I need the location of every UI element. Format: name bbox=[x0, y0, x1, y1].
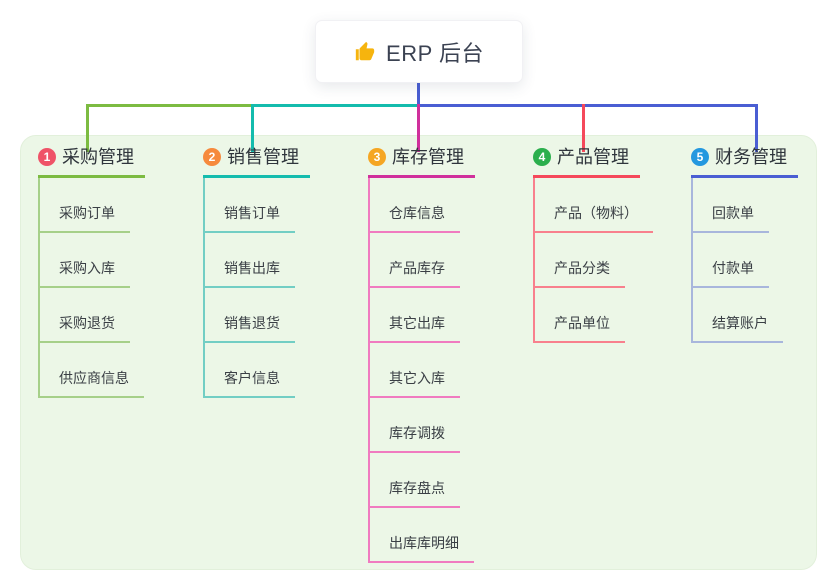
bus-segment-sales bbox=[251, 104, 419, 107]
child-node[interactable]: 销售退货 bbox=[205, 288, 295, 343]
branch-title-sales[interactable]: 2 销售管理 bbox=[203, 146, 310, 178]
child-node[interactable]: 产品（物料） bbox=[535, 178, 653, 233]
branch-title-product[interactable]: 4 产品管理 bbox=[533, 146, 640, 178]
bus-segment-purchase bbox=[86, 104, 254, 107]
branch-title-inventory[interactable]: 3 库存管理 bbox=[368, 146, 475, 178]
bus-segment-finance bbox=[417, 104, 758, 107]
child-node[interactable]: 产品单位 bbox=[535, 288, 625, 343]
badge-number-3: 3 bbox=[368, 148, 386, 166]
branch-finance-management: 5 财务管理 回款单 付款单 结算账户 bbox=[691, 146, 798, 343]
child-node[interactable]: 采购入库 bbox=[40, 233, 130, 288]
branch-inventory-management: 3 库存管理 仓库信息 产品库存 其它出库 其它入库 库存调拨 库存盘点 出库库… bbox=[368, 146, 475, 563]
branch-product-management: 4 产品管理 产品（物料） 产品分类 产品单位 bbox=[533, 146, 653, 343]
child-node[interactable]: 销售出库 bbox=[205, 233, 295, 288]
branch-sales-management: 2 销售管理 销售订单 销售出库 销售退货 客户信息 bbox=[203, 146, 310, 398]
child-node[interactable]: 结算账户 bbox=[693, 288, 783, 343]
child-node[interactable]: 库存调拨 bbox=[370, 398, 460, 453]
branch-label: 销售管理 bbox=[227, 147, 299, 167]
branch-children: 仓库信息 产品库存 其它出库 其它入库 库存调拨 库存盘点 出库库明细 bbox=[368, 178, 474, 563]
child-node[interactable]: 产品库存 bbox=[370, 233, 460, 288]
branch-children: 采购订单 采购入库 采购退货 供应商信息 bbox=[38, 178, 144, 398]
branch-children: 销售订单 销售出库 销售退货 客户信息 bbox=[203, 178, 295, 398]
child-node[interactable]: 库存盘点 bbox=[370, 453, 460, 508]
child-node[interactable]: 销售订单 bbox=[205, 178, 295, 233]
child-node[interactable]: 出库库明细 bbox=[370, 508, 474, 563]
thumbs-up-icon bbox=[354, 41, 376, 63]
branch-title-purchase[interactable]: 1 采购管理 bbox=[38, 146, 145, 178]
branch-children: 回款单 付款单 结算账户 bbox=[691, 178, 783, 343]
badge-number-1: 1 bbox=[38, 148, 56, 166]
drop-line-finance bbox=[755, 104, 758, 152]
child-node[interactable]: 供应商信息 bbox=[40, 343, 144, 398]
badge-number-5: 5 bbox=[691, 148, 709, 166]
child-node[interactable]: 其它入库 bbox=[370, 343, 460, 398]
branch-label: 产品管理 bbox=[557, 147, 629, 167]
badge-number-2: 2 bbox=[203, 148, 221, 166]
child-node[interactable]: 仓库信息 bbox=[370, 178, 460, 233]
drop-line-sales bbox=[251, 104, 254, 152]
badge-number-4: 4 bbox=[533, 148, 551, 166]
branch-label: 财务管理 bbox=[715, 147, 787, 167]
child-node[interactable]: 其它出库 bbox=[370, 288, 460, 343]
root-connector-line bbox=[417, 83, 420, 105]
child-node[interactable]: 采购订单 bbox=[40, 178, 130, 233]
branch-purchase-management: 1 采购管理 采购订单 采购入库 采购退货 供应商信息 bbox=[38, 146, 145, 398]
drop-line-product bbox=[582, 104, 585, 152]
child-node[interactable]: 回款单 bbox=[693, 178, 769, 233]
root-node-erp[interactable]: ERP 后台 bbox=[315, 20, 523, 83]
root-node-title: ERP 后台 bbox=[386, 40, 484, 66]
drop-line-inventory bbox=[417, 104, 420, 152]
branch-title-finance[interactable]: 5 财务管理 bbox=[691, 146, 798, 178]
child-node[interactable]: 产品分类 bbox=[535, 233, 625, 288]
child-node[interactable]: 付款单 bbox=[693, 233, 769, 288]
drop-line-purchase bbox=[86, 104, 89, 152]
branches-background-panel bbox=[20, 135, 817, 570]
branch-children: 产品（物料） 产品分类 产品单位 bbox=[533, 178, 653, 343]
branch-label: 采购管理 bbox=[62, 147, 134, 167]
child-node[interactable]: 采购退货 bbox=[40, 288, 130, 343]
child-node[interactable]: 客户信息 bbox=[205, 343, 295, 398]
branch-label: 库存管理 bbox=[392, 147, 464, 167]
